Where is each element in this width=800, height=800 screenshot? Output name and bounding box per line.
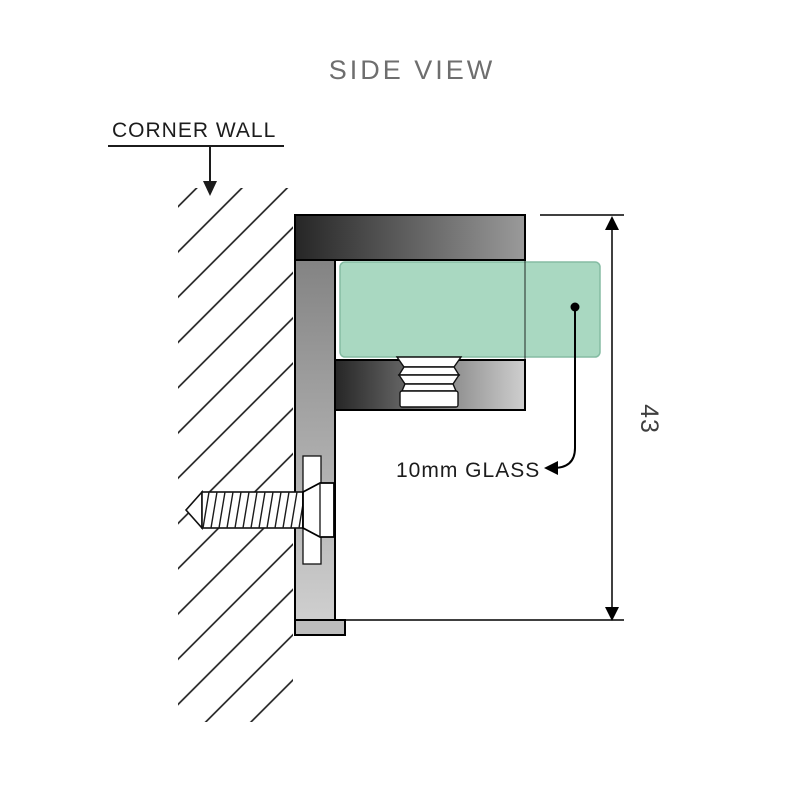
glass-panel — [339, 261, 601, 358]
grub-screw-thread — [395, 356, 463, 368]
glass-label: 10mm GLASS — [396, 459, 540, 482]
wall-screw-head — [302, 482, 335, 538]
diagram-title: SIDE VIEW — [329, 55, 496, 85]
down-arrow-icon — [605, 607, 619, 621]
up-arrow-icon — [605, 216, 619, 230]
grub-screw-base — [399, 390, 459, 408]
leader-dot — [570, 302, 580, 312]
grub-screw-thread — [400, 383, 458, 392]
bracket-bottom-step — [294, 619, 346, 636]
left-arrow-icon — [544, 461, 558, 475]
wall-screw-threads — [202, 492, 303, 528]
wall-hatching — [178, 188, 293, 722]
dimension-value: 43 — [635, 404, 663, 434]
corner-wall-label: CORNER WALL — [112, 119, 276, 142]
grub-screw — [395, 356, 463, 408]
bracket-top-arm — [294, 214, 526, 261]
wall-screw — [184, 455, 335, 565]
grub-screw-thread — [397, 366, 461, 376]
grub-screw-thread — [397, 374, 461, 385]
